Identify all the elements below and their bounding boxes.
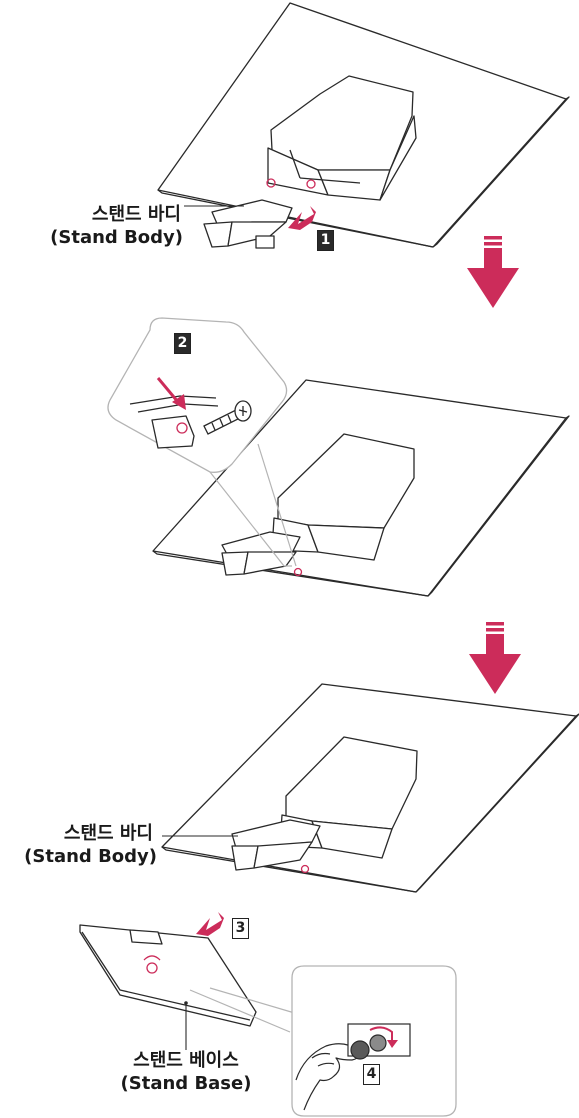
step3-arrow — [196, 912, 224, 936]
detail-lines — [189, 989, 291, 1033]
stand-body-step2 — [221, 531, 301, 576]
stand-body-label-en-step3: (Stand Body) — [24, 846, 157, 867]
step-3-badge: 3 — [232, 918, 249, 939]
stand-base-label-ko: 스탠드 베이스 — [133, 1050, 239, 1071]
stand-body-label-ko-step1: 스탠드 바디 — [91, 204, 181, 225]
stand-body-step3 — [231, 819, 321, 871]
down-arrow-2 — [469, 622, 521, 694]
step2-arrow — [156, 377, 186, 410]
stand-base-label-en: (Stand Base) — [120, 1073, 252, 1094]
monitor-back-step1 — [157, 2, 570, 248]
screw-hole-step3 — [300, 864, 310, 874]
stand-body-label-ko-step3: 스탠드 바디 — [63, 823, 153, 844]
thumbscrew-icon — [347, 1023, 411, 1060]
stand-body-label-en-step1: (Stand Body) — [50, 227, 183, 248]
screw-icon — [203, 400, 252, 435]
stand-body-step1 — [203, 199, 293, 249]
step1-arrow — [288, 206, 316, 230]
hand-icon — [295, 1043, 360, 1111]
zoomed-bracket — [129, 395, 219, 449]
stand-base — [79, 924, 257, 1027]
down-arrow-1 — [467, 236, 519, 308]
step-1-badge: 1 — [317, 230, 334, 251]
zoom-callout — [107, 317, 297, 567]
screw-holes-step1 — [266, 178, 316, 189]
monitor-back-step3 — [161, 683, 579, 893]
step-2-badge: 2 — [174, 333, 191, 354]
screw-hole-step2 — [293, 567, 303, 577]
step-4-badge: 4 — [363, 1064, 380, 1085]
